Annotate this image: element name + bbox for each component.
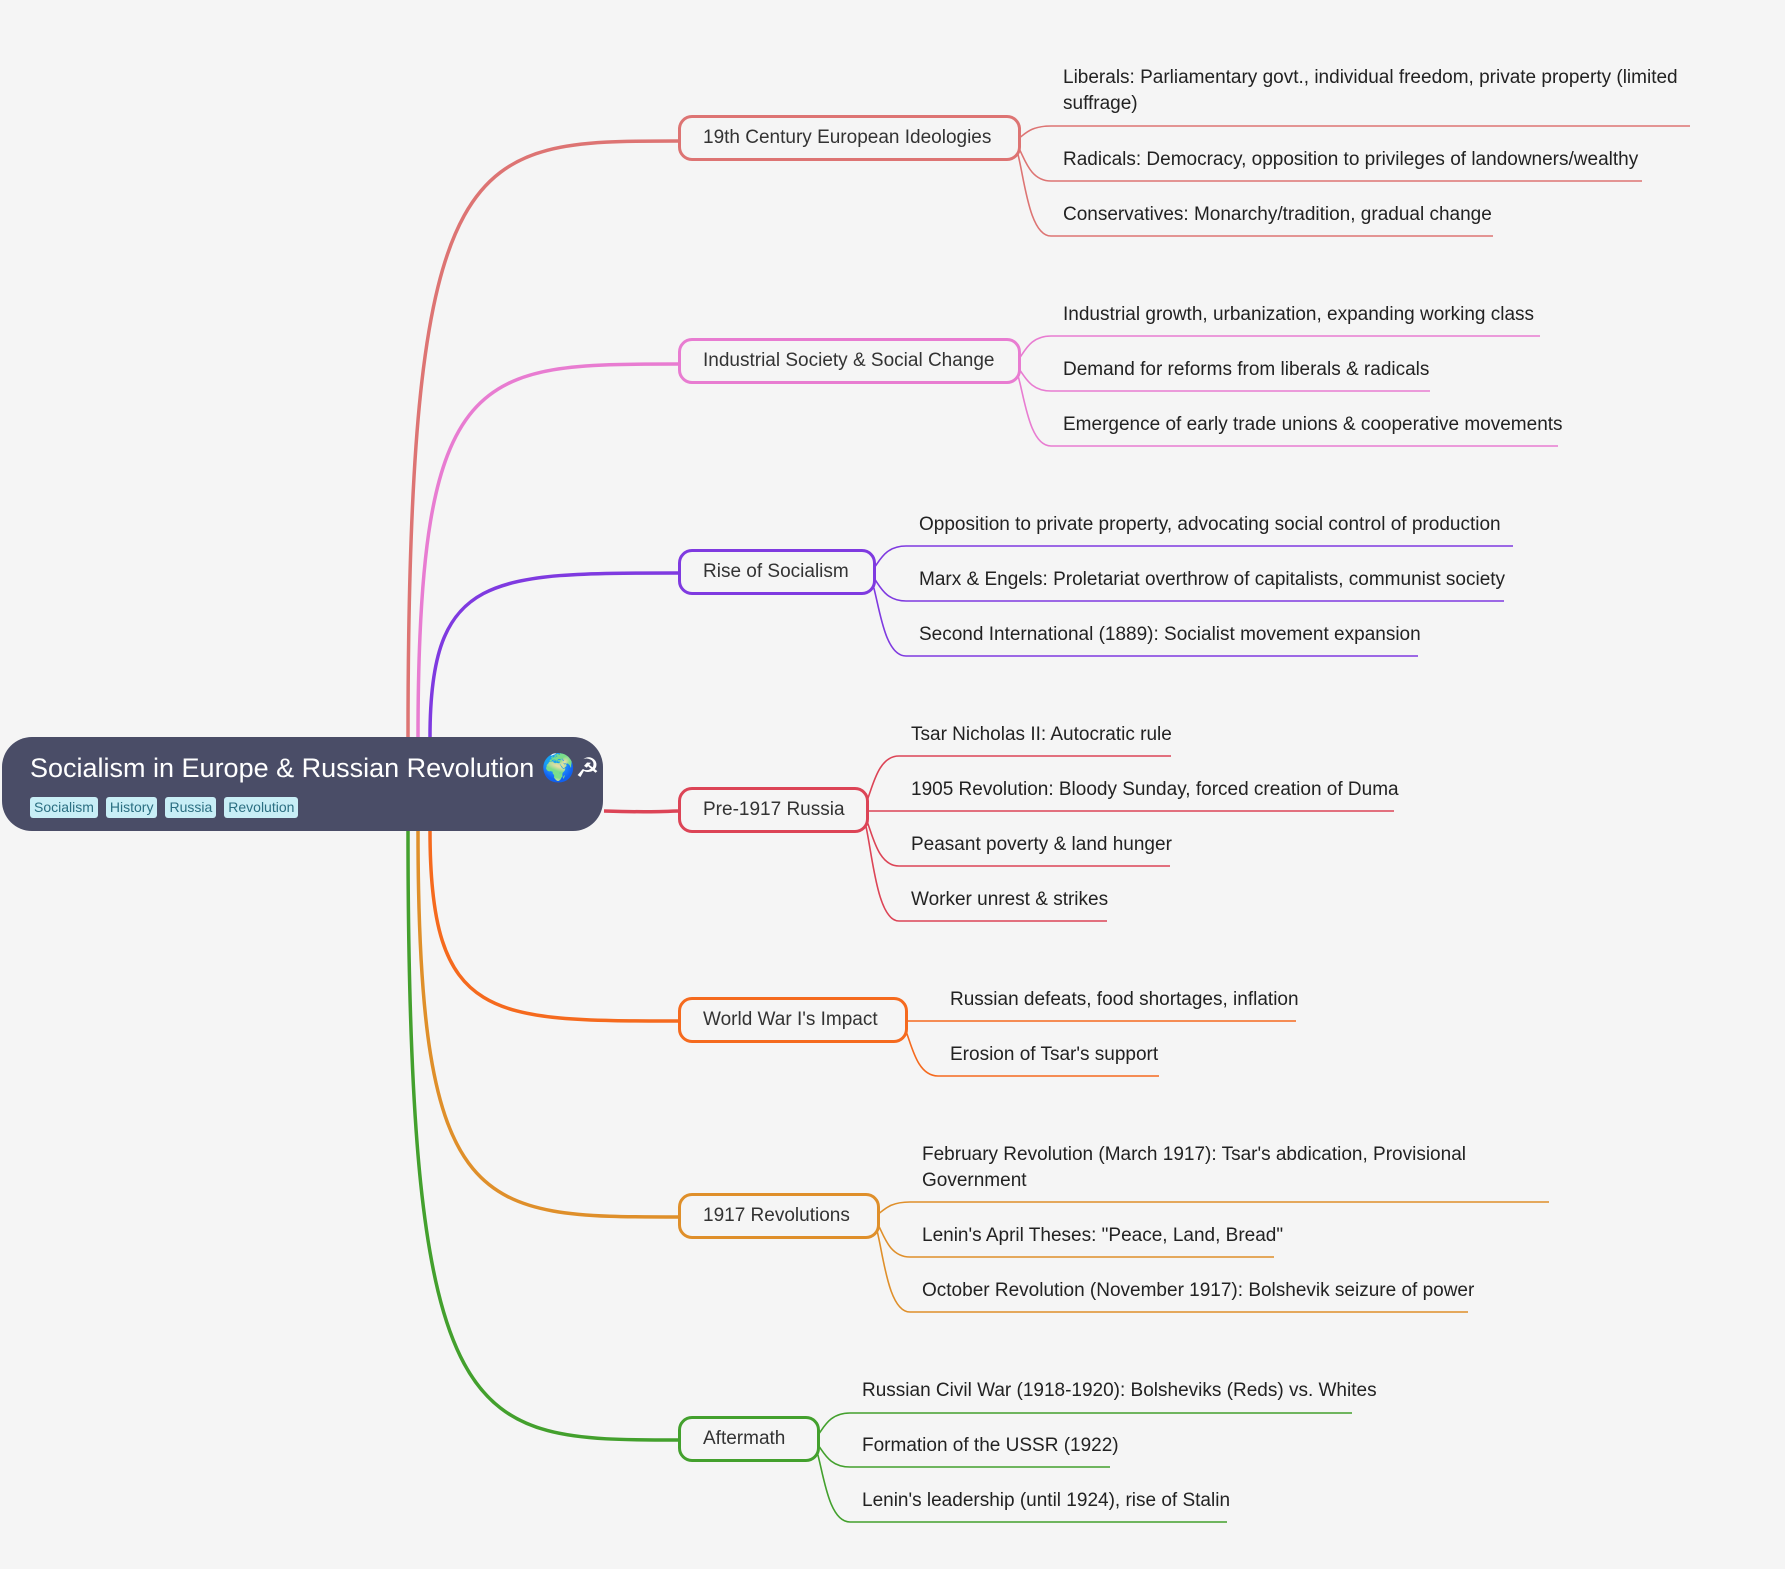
root-tags: Socialism History Russia Revolution xyxy=(30,797,603,818)
branch-industrial-society[interactable]: Industrial Society & Social Change xyxy=(678,338,1021,384)
branch-1917-revolutions[interactable]: 1917 Revolutions xyxy=(678,1193,880,1239)
branch-label: 19th Century European Ideologies xyxy=(703,127,992,148)
branch-label: Rise of Socialism xyxy=(703,561,849,582)
root-connector xyxy=(406,830,679,1442)
branch-label: Industrial Society & Social Change xyxy=(703,350,995,371)
root-connector xyxy=(416,830,679,1219)
leaf-marx-engels[interactable]: Marx & Engels: Proletariat overthrow of … xyxy=(919,569,1506,590)
leaf-opposition-private-property[interactable]: Opposition to private property, advocati… xyxy=(919,514,1501,535)
tag-revolution[interactable]: Revolution xyxy=(224,797,299,818)
branch-ideologies[interactable]: 19th Century European Ideologies xyxy=(678,115,1021,161)
leaf-connector xyxy=(869,1201,1549,1218)
leaf-second-international[interactable]: Second International (1889): Socialist m… xyxy=(919,624,1421,645)
leaf-peasant-poverty[interactable]: Peasant poverty & land hunger xyxy=(911,834,1172,855)
root-title-text: Socialism in Europe & Russian Revolution xyxy=(30,753,535,783)
leaf-ussr-formation[interactable]: Formation of the USSR (1922) xyxy=(862,1435,1119,1456)
leaf-russian-defeats[interactable]: Russian defeats, food shortages, inflati… xyxy=(950,989,1299,1010)
leaf-1905-revolution[interactable]: 1905 Revolution: Bloody Sunday, forced c… xyxy=(911,779,1399,800)
leaf-conservatives[interactable]: Conservatives: Monarchy/tradition, gradu… xyxy=(1063,204,1492,225)
leaf-trade-unions[interactable]: Emergence of early trade unions & cooper… xyxy=(1063,414,1563,435)
root-connector xyxy=(603,809,679,814)
leaf-february-revolution[interactable]: February Revolution (March 1917): Tsar's… xyxy=(922,1144,1466,1191)
tag-socialism[interactable]: Socialism xyxy=(30,797,98,818)
leaf-connector xyxy=(1010,125,1690,142)
branch-aftermath[interactable]: Aftermath xyxy=(678,1416,820,1462)
leaf-demand-reforms[interactable]: Demand for reforms from liberals & radic… xyxy=(1063,359,1430,380)
leaf-lenin-leadership[interactable]: Lenin's leadership (until 1924), rise of… xyxy=(862,1490,1231,1511)
root-connector xyxy=(406,139,679,738)
leaf-industrial-growth[interactable]: Industrial growth, urbanization, expandi… xyxy=(1063,304,1535,325)
branch-rise-of-socialism[interactable]: Rise of Socialism xyxy=(678,549,876,595)
leaf-worker-unrest[interactable]: Worker unrest & strikes xyxy=(911,889,1109,910)
branch-label: World War I's Impact xyxy=(703,1009,878,1030)
root-title-emoji: 🌍☭ xyxy=(541,753,600,783)
root-connector xyxy=(428,571,679,738)
branch-label: Aftermath xyxy=(703,1428,786,1449)
branch-world-war-i[interactable]: World War I's Impact xyxy=(678,997,908,1043)
root-connector xyxy=(416,362,679,738)
tag-russia[interactable]: Russia xyxy=(165,797,217,818)
leaf-october-revolution[interactable]: October Revolution (November 1917): Bols… xyxy=(922,1280,1475,1301)
branch-label: 1917 Revolutions xyxy=(703,1205,850,1226)
tag-history[interactable]: History xyxy=(105,797,158,818)
leaf-liberals[interactable]: Liberals: Parliamentary govt., individua… xyxy=(1063,67,1678,114)
root-node[interactable]: Socialism in Europe & Russian Revolution… xyxy=(2,737,603,831)
root-title: Socialism in Europe & Russian Revolution… xyxy=(30,751,603,785)
leaf-civil-war[interactable]: Russian Civil War (1918-1920): Bolshevik… xyxy=(862,1380,1377,1401)
branch-label: Pre-1917 Russia xyxy=(703,799,845,820)
branch-pre-1917-russia[interactable]: Pre-1917 Russia xyxy=(678,787,869,833)
leaf-radicals[interactable]: Radicals: Democracy, opposition to privi… xyxy=(1063,149,1639,170)
leaf-erosion-support[interactable]: Erosion of Tsar's support xyxy=(950,1044,1159,1065)
leaf-april-theses[interactable]: Lenin's April Theses: "Peace, Land, Brea… xyxy=(922,1225,1284,1246)
root-connector xyxy=(428,830,679,1023)
leaf-tsar-nicholas[interactable]: Tsar Nicholas II: Autocratic rule xyxy=(911,724,1172,745)
